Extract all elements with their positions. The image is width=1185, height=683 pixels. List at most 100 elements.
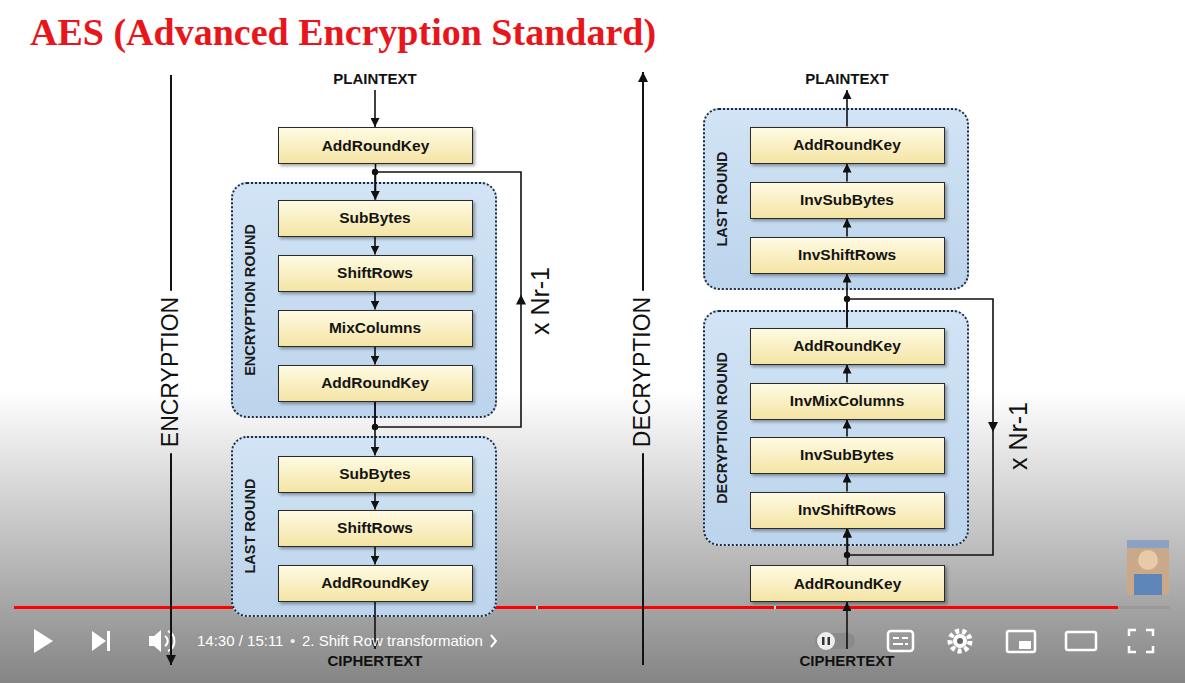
- flow-arrow: [846, 90, 848, 127]
- play-icon: [34, 629, 53, 653]
- flow-arrow: [374, 547, 376, 565]
- flow-arrow: [846, 365, 848, 383]
- group-title: ENCRYPTION ROUND: [242, 224, 258, 376]
- gear-hole: [957, 638, 963, 644]
- flow-arrow: [374, 90, 376, 127]
- terminal-text: PLAINTEXT: [805, 70, 888, 87]
- diagram-title: AES (Advanced Encryption Standard): [30, 10, 656, 54]
- theater-icon: [1066, 632, 1096, 650]
- process-box: AddRoundKey: [750, 328, 945, 365]
- process-box: ShiftRows: [278, 510, 473, 547]
- pause-bar: [828, 637, 831, 645]
- flow-arrow: [374, 292, 376, 310]
- box-label: InvMixColumns: [790, 392, 905, 410]
- chapter-title: 2. Shift Row transformation: [302, 633, 483, 650]
- box-label: InvShiftRows: [798, 501, 896, 519]
- terminal-label: PLAINTEXT: [787, 66, 907, 91]
- process-box: InvSubBytes: [750, 182, 945, 219]
- video-time: 14:30 / 15:11: [197, 633, 283, 650]
- process-box: AddRoundKey: [278, 365, 473, 402]
- pause-bar: [822, 637, 825, 645]
- direction-arrow: [642, 453, 644, 665]
- process-box: MixColumns: [278, 310, 473, 347]
- box-label: SubBytes: [339, 465, 411, 483]
- process-box: InvShiftRows: [750, 237, 945, 274]
- box-label: SubBytes: [339, 209, 411, 227]
- direction-arrow: [170, 453, 172, 665]
- process-box: InvShiftRows: [750, 492, 945, 529]
- round-group: DECRYPTION ROUND AddRoundKeyInvMixColumns…: [703, 310, 969, 546]
- process-box: InvSubBytes: [750, 437, 945, 474]
- junction-dot: [372, 169, 378, 175]
- box-label: InvSubBytes: [800, 446, 894, 464]
- process-box: AddRoundKey: [278, 565, 473, 602]
- terminal-text: PLAINTEXT: [333, 70, 416, 87]
- loop-arrowhead: [988, 422, 998, 432]
- captions-icon: [888, 631, 913, 651]
- junction-dot: [844, 296, 850, 302]
- flow-arrow: [846, 219, 848, 237]
- autoplay-toggle: [815, 633, 855, 649]
- channel-thumbnail: [1127, 540, 1169, 595]
- box-label: AddRoundKey: [793, 337, 901, 355]
- flow-arrow: [846, 602, 848, 649]
- group-title: LAST ROUND: [242, 478, 258, 573]
- captions-lines: [893, 638, 908, 644]
- process-box: InvMixColumns: [750, 383, 945, 420]
- box-label: InvShiftRows: [798, 246, 896, 264]
- miniplayer-inner: [1019, 641, 1031, 649]
- terminal-text: CIPHERTEXT: [327, 652, 422, 669]
- group-title: DECRYPTION ROUND: [714, 352, 730, 504]
- volume-icon: [149, 630, 161, 652]
- process-box: SubBytes: [278, 456, 473, 493]
- next-icon-bar: [107, 631, 110, 651]
- loop-arrowhead: [516, 295, 526, 305]
- flow-arrow: [846, 474, 848, 492]
- terminal-label: CIPHERTEXT: [777, 648, 917, 673]
- box-label: MixColumns: [329, 319, 421, 337]
- fullscreen-icon: [1129, 630, 1153, 652]
- direction-arrow: [170, 75, 172, 291]
- box-label: AddRoundKey: [322, 137, 430, 155]
- progress-track: [14, 606, 1170, 609]
- round-group: ENCRYPTION ROUND SubBytesShiftRowsMixColu…: [231, 182, 497, 418]
- box-label: AddRoundKey: [793, 136, 901, 154]
- volume-waves: [165, 631, 174, 651]
- separator-dot: •: [290, 633, 295, 650]
- box-label: ShiftRows: [337, 264, 413, 282]
- next-icon: [92, 631, 106, 651]
- autoplay-knob: [817, 632, 835, 650]
- process-box: AddRoundKey: [278, 127, 473, 164]
- process-box: ShiftRows: [278, 255, 473, 292]
- thumbnail-top: [1127, 540, 1169, 548]
- flow-arrow: [846, 420, 848, 437]
- gear-icon: [953, 634, 967, 648]
- box-label: AddRoundKey: [321, 374, 429, 392]
- box-label: AddRoundKey: [794, 575, 902, 593]
- terminal-label: CIPHERTEXT: [305, 648, 445, 673]
- direction-label: DECRYPTION: [630, 297, 655, 447]
- chapter-chevron: [491, 635, 496, 647]
- box-label: InvSubBytes: [800, 191, 894, 209]
- group-title: LAST ROUND: [714, 151, 730, 246]
- junction-dot: [844, 552, 850, 558]
- flow-arrow: [374, 237, 376, 255]
- flow-arrow: [374, 493, 376, 510]
- repeat-count: x Nr-1: [527, 267, 555, 335]
- flow-arrow: [374, 347, 376, 365]
- junction-dot: [372, 424, 378, 430]
- process-box: AddRoundKey: [750, 127, 945, 164]
- chapter-gap: [536, 606, 538, 609]
- box-label: AddRoundKey: [321, 574, 429, 592]
- gear-teeth: [950, 631, 970, 651]
- flow-arrow: [846, 164, 848, 182]
- terminal-label: PLAINTEXT: [315, 66, 435, 91]
- round-group: LAST ROUND AddRoundKeyInvSubBytesInvShift…: [703, 108, 969, 290]
- terminal-text: CIPHERTEXT: [799, 652, 894, 669]
- direction-label: ENCRYPTION: [158, 297, 183, 447]
- round-group: LAST ROUND SubBytesShiftRowsAddRoundKey: [231, 436, 497, 617]
- thumbnail-face: [1138, 550, 1158, 570]
- process-box: SubBytes: [278, 200, 473, 237]
- box-label: ShiftRows: [337, 519, 413, 537]
